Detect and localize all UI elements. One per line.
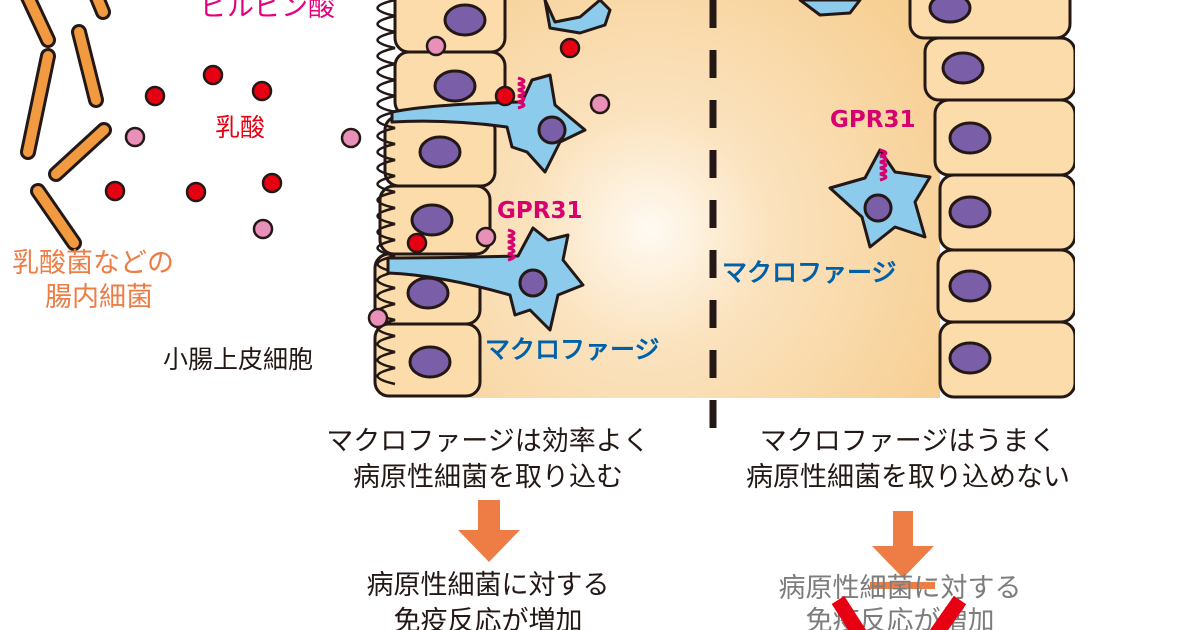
bacteria-label-line1: 乳酸菌などの (12, 248, 174, 279)
right-result-line1: 病原性細菌に対する (779, 573, 1022, 604)
right-caption-line2: 病原性細菌を取り込めない (746, 462, 1070, 493)
left-nuclei (406, 3, 487, 379)
left-down-arrow-icon (458, 500, 520, 562)
right-result-line2: 免疫反応が増加 (806, 606, 995, 630)
macrophage-label-right: マクロファージ (722, 258, 897, 287)
left-result-line1: 病原性細菌に対する (367, 570, 610, 601)
bacteria-label-line2: 腸内細菌 (45, 282, 153, 313)
pyruvate-label: ピルビン酸 (200, 0, 335, 23)
gpr31-label-left: GPR31 (497, 198, 582, 224)
gpr31-label-right: GPR31 (830, 107, 915, 133)
left-result-line2: 免疫反応が増加 (394, 606, 583, 630)
left-caption-line1: マクロファージは効率よく (326, 426, 649, 457)
cross-mark-icon (831, 595, 967, 630)
left-caption-line2: 病原性細菌を取り込む (353, 462, 623, 493)
right-epithelium (908, 0, 1085, 399)
macrophage-label-left: マクロファージ (485, 335, 660, 364)
bacteria-rods-fill (23, 0, 109, 248)
right-caption-line1: マクロファージはうまく (760, 426, 1056, 457)
pyruvate-molecules (124, 35, 611, 329)
lactate-molecules (104, 37, 581, 254)
macrophage-nuclei (518, 115, 893, 298)
right-nuclei (928, 0, 992, 375)
lactate-label: 乳酸 (215, 113, 265, 142)
right-inhibit-arrow-icon (870, 511, 935, 589)
epithelium-label: 小腸上皮細胞 (163, 345, 313, 374)
gpr31-receptor-icons (507, 76, 888, 262)
